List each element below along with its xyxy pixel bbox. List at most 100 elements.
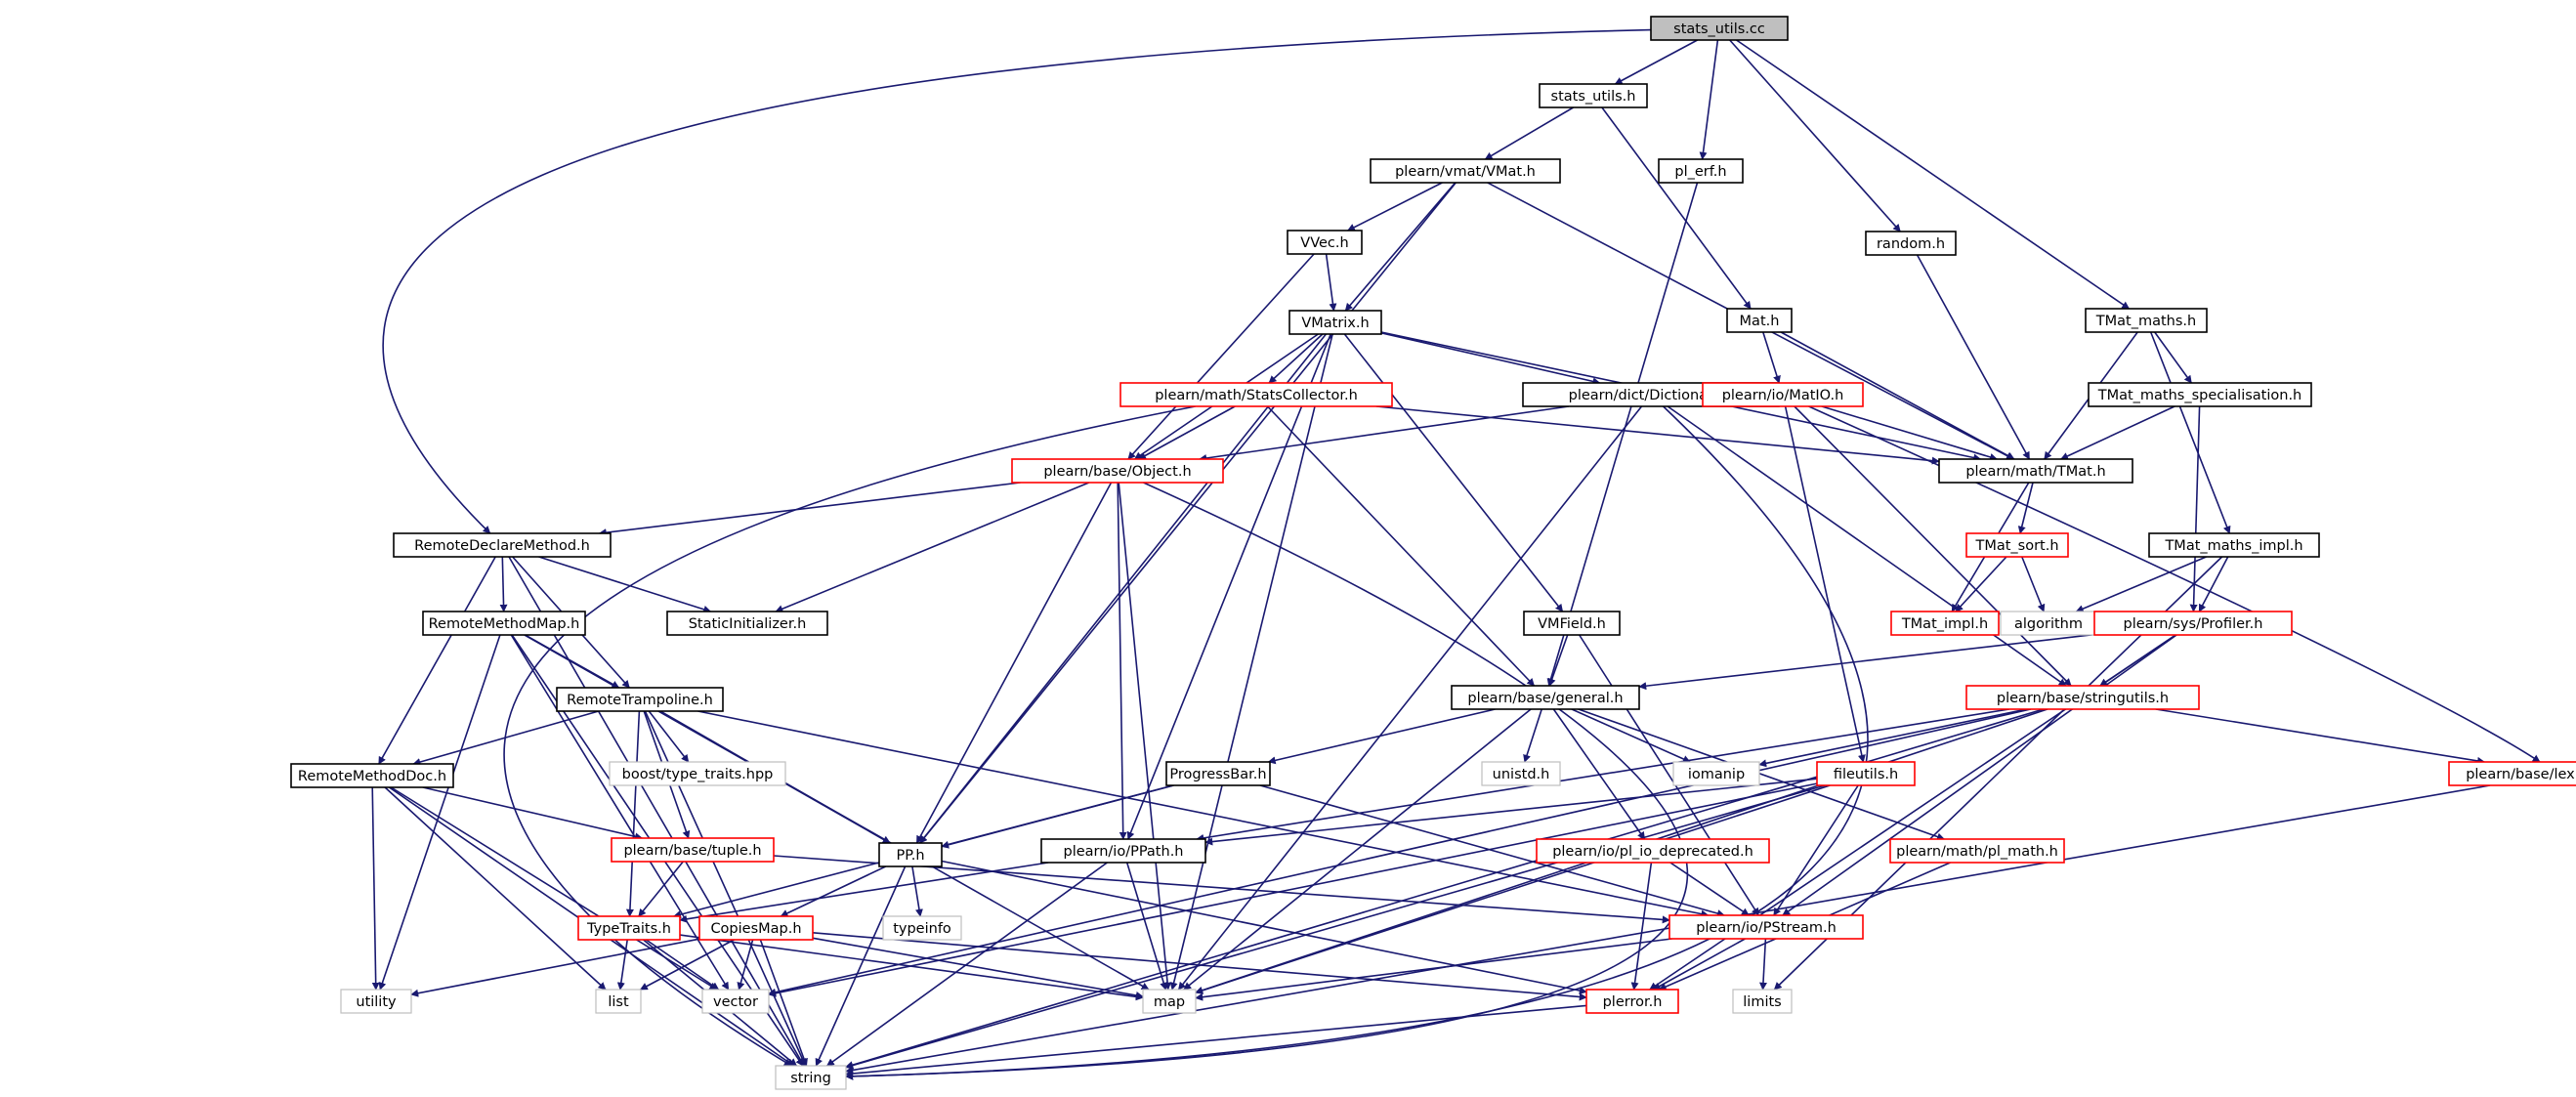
node-label: VMatrix.h [1301,316,1369,331]
node-tuple[interactable]: plearn/base/tuple.h [611,837,775,863]
edge-stringutils-to-ppath [1196,708,2010,842]
node-progressbar[interactable]: ProgressBar.h [1165,761,1271,786]
edge-vmatrix-to-ppath [1126,333,1331,840]
node-box [2093,611,2293,636]
edge-pstream-to-map [1195,938,1672,1001]
node-plerror[interactable]: plerror.h [1585,989,1679,1014]
node-ppath[interactable]: plearn/io/PPath.h [1040,838,1206,864]
node-box [340,989,412,1014]
edge-pp-to-typeinfo [911,865,923,917]
node-pl-math[interactable]: plearn/math/pl_math.h [1889,838,2065,864]
node-vmat[interactable]: plearn/vmat/VMat.h [1370,158,1561,184]
node-label: limits [1743,994,1781,1010]
edge-fileutils-to-ppath [1204,778,1818,846]
node-box [1672,761,1760,786]
node-stats-utils-h[interactable]: stats_utils.h [1539,83,1648,108]
edge-vvec-to-object [1127,253,1315,460]
node-label: iomanip [1688,767,1745,782]
edge-fileutils-to-string [845,784,1826,1070]
edge-copiesmap-to-utility [410,938,700,997]
node-general[interactable]: plearn/base/general.h [1451,685,1640,710]
node-tmat-spec[interactable]: TMat_maths_specialisation.h [2088,382,2312,407]
node-pl-erf[interactable]: pl_erf.h [1658,158,1744,184]
node-list: list [595,989,642,1014]
node-label: TMat_maths_impl.h [2164,538,2302,554]
edge-dictionary-to-map [1177,405,1643,991]
edge-dictionary-to-object [1199,405,1570,462]
node-random[interactable]: random.h [1865,231,1957,256]
node-algorithm: algorithm [2000,611,2097,636]
node-rmdoc[interactable]: RemoteMethodDoc.h [290,763,454,788]
node-label: TMat_impl.h [1901,616,1988,632]
node-box [1481,761,1561,786]
edge-root-to-rdm [382,28,1652,534]
node-label: plearn/io/pl_io_deprecated.h [1552,844,1753,860]
node-matio[interactable]: plearn/io/MatIO.h [1702,382,1864,407]
node-box [1965,685,2200,710]
edge-vmatrix-to-statscollector [1268,333,1324,384]
node-box [2148,532,2320,558]
edge-vmfield-to-pstream [1579,634,1759,916]
node-profiler[interactable]: plearn/sys/Profiler.h [2093,611,2293,636]
node-lexical[interactable]: plearn/base/lexical_cast.h [2448,761,2576,786]
edge-object-to-ppath [1117,482,1127,840]
node-vmatrix[interactable]: VMatrix.h [1288,310,1382,335]
edge-pstream-to-limits [1758,938,1767,991]
node-tmat-impl[interactable]: TMat_impl.h [1890,611,2000,636]
edge-root-to-pl_erf [1699,39,1719,160]
node-stringutils[interactable]: plearn/base/stringutils.h [1965,685,2200,710]
edge-pl_erf-to-general [1546,182,1699,687]
node-pl-io-dep[interactable]: plearn/io/pl_io_deprecated.h [1536,838,1770,864]
edge-pp-to-string [815,865,907,1067]
node-rtramp[interactable]: RemoteTrampoline.h [556,687,724,712]
node-label: plearn/base/Object.h [1043,464,1191,480]
node-box [556,687,724,712]
node-box [1938,458,2133,484]
edge-vmat-to-pp [919,182,1457,844]
node-pstream[interactable]: plearn/io/PStream.h [1668,914,1864,940]
node-tmat[interactable]: plearn/math/TMat.h [1938,458,2133,484]
node-rmm[interactable]: RemoteMethodMap.h [422,611,586,636]
edge-stringutils-to-vector [768,708,2031,996]
node-pp[interactable]: PP.h [878,842,943,867]
node-box [577,915,681,941]
edge-statscollector-to-object [1138,405,1236,460]
node-mat[interactable]: Mat.h [1726,308,1793,333]
node-label: plerror.h [1603,994,1663,1010]
node-box [1650,16,1789,41]
node-staticinit[interactable]: StaticInitializer.h [666,611,828,636]
node-label: plearn/base/stringutils.h [1997,691,2169,706]
node-root: stats_utils.cc [1650,16,1789,41]
node-tmat-impl-maths[interactable]: TMat_maths_impl.h [2148,532,2320,558]
node-box [882,915,962,941]
node-rdm[interactable]: RemoteDeclareMethod.h [393,532,612,558]
node-copiesmap[interactable]: CopiesMap.h [698,915,814,941]
edge-vmat-to-vvec [1346,182,1443,232]
node-box [422,611,586,636]
node-box [1726,308,1793,333]
node-label: plearn/math/TMat.h [1965,464,2105,480]
node-label: TMat_maths.h [2095,314,2196,329]
edge-copiesmap-to-map [812,937,1144,999]
edge-stats_utils_h-to-vmat [1484,106,1575,160]
node-vmfield[interactable]: VMField.h [1523,611,1621,636]
node-utility: utility [340,989,412,1014]
node-vvec[interactable]: VVec.h [1287,230,1363,255]
edge-tmat_sort-to-algorithm [2021,556,2046,612]
edge-statscollector-to-tmat [1375,405,1940,465]
node-box [698,915,814,941]
edge-vmat-to-vmatrix [1344,182,1457,312]
node-statscollector[interactable]: plearn/math/StatsCollector.h [1119,382,1393,407]
edge-general-to-pl_math [1578,708,1945,841]
node-typetraits[interactable]: TypeTraits.h [577,915,681,941]
node-tmat-maths[interactable]: TMat_maths.h [2085,308,2208,333]
node-box [2088,382,2312,407]
node-map: map [1142,989,1197,1014]
edge-typetraits-to-map [679,934,1144,1001]
node-tmat-sort[interactable]: TMat_sort.h [1965,532,2069,558]
node-object[interactable]: plearn/base/Object.h [1011,458,1224,484]
node-label: string [790,1071,831,1086]
node-label: plearn/base/lexical_cast.h [2466,767,2576,782]
node-fileutils[interactable]: fileutils.h [1816,761,1916,786]
edge-rdm-to-staticinit [538,556,712,613]
